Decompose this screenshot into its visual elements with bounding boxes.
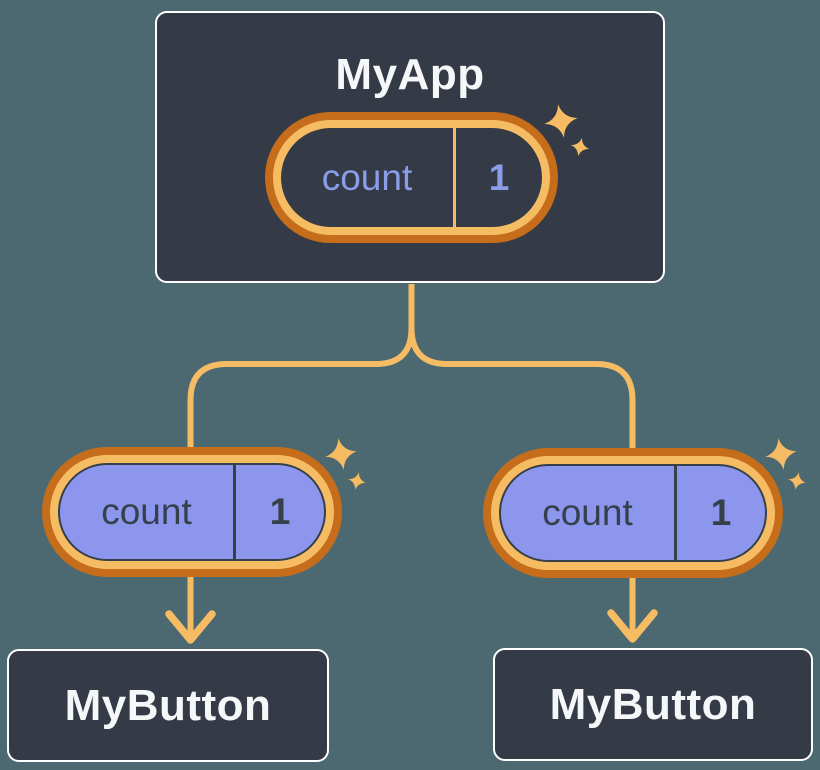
- state-pill-body: count 1: [58, 463, 326, 561]
- state-value: 1: [488, 156, 510, 198]
- component-title-root: MyApp: [335, 50, 485, 99]
- component-title-left: MyButton: [64, 680, 272, 730]
- state-pill-body: count 1: [499, 464, 767, 562]
- sparkle-icon: [325, 438, 357, 470]
- state-pill-left-child: count 1: [42, 447, 342, 577]
- state-pill-ring: count 1: [491, 456, 775, 570]
- sparkle-icon: [788, 472, 806, 490]
- state-key: count: [281, 128, 456, 227]
- component-node-right-child: MyButton: [493, 648, 813, 761]
- state-pill-root: count 1: [265, 112, 558, 243]
- state-value: 1: [269, 491, 291, 532]
- state-key: count: [60, 465, 236, 559]
- state-pill-body: count 1: [281, 128, 542, 227]
- state-pill-right-child: count 1: [483, 448, 783, 578]
- arrow-down-left-icon: [165, 610, 216, 644]
- sparkle-icon: [765, 438, 797, 470]
- sparkle-icon: [348, 472, 366, 490]
- state-pill-ring: count 1: [273, 120, 550, 235]
- state-value: 1: [710, 492, 732, 533]
- state-pill-ring: count 1: [50, 455, 334, 569]
- component-node-left-child: MyButton: [7, 649, 329, 762]
- component-title-right: MyButton: [549, 679, 757, 729]
- arrow-down-right-icon: [607, 609, 658, 643]
- state-key: count: [501, 466, 677, 560]
